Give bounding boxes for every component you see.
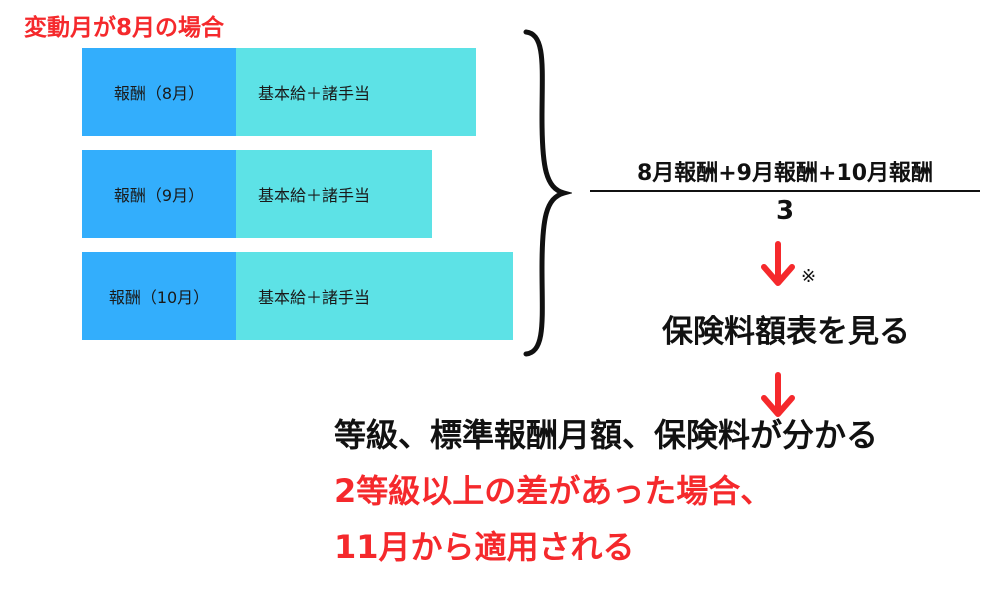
bar-content: 基本給＋諸手当 <box>236 252 513 340</box>
lookup-instruction: 保険料額表を見る <box>662 314 910 350</box>
result-text: 等級、標準報酬月額、保険料が分かる <box>334 416 879 454</box>
curly-brace-icon <box>523 29 572 357</box>
bar-label: 報酬（10月） <box>82 252 236 340</box>
down-arrow-icon <box>761 241 795 286</box>
formula-denominator: 3 <box>775 196 795 226</box>
bar-label: 報酬（9月） <box>82 150 236 238</box>
fraction-line <box>590 190 980 192</box>
down-arrow-icon <box>761 372 795 417</box>
remuneration-bar-september: 報酬（9月） 基本給＋諸手当 <box>82 150 432 238</box>
formula-numerator: 8月報酬+9月報酬+10月報酬 <box>636 161 934 186</box>
condition-note-line-2: 11月から適用される <box>334 528 635 566</box>
note-mark: ※ <box>801 266 817 287</box>
diagram-title: 変動月が8月の場合 <box>24 15 225 41</box>
bar-content: 基本給＋諸手当 <box>236 48 476 136</box>
condition-note-line-1: 2等級以上の差があった場合、 <box>334 472 773 510</box>
bar-content: 基本給＋諸手当 <box>236 150 432 238</box>
bar-label: 報酬（8月） <box>82 48 236 136</box>
remuneration-bar-august: 報酬（8月） 基本給＋諸手当 <box>82 48 476 136</box>
remuneration-bar-october: 報酬（10月） 基本給＋諸手当 <box>82 252 513 340</box>
